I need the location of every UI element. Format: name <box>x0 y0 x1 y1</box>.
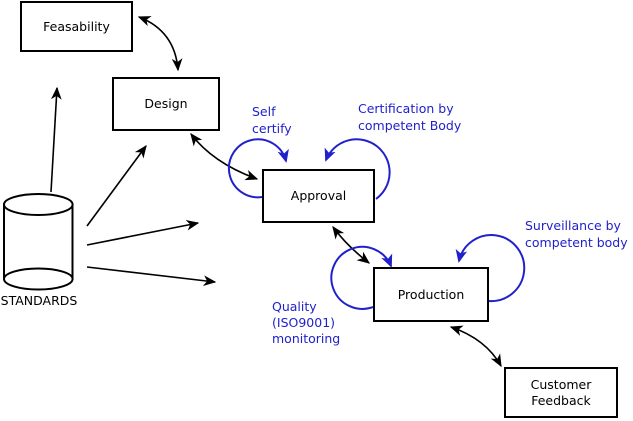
edge-approval-production <box>332 225 371 264</box>
node-approval: Approval <box>262 169 375 223</box>
annotation-certification-by-competent-body: Certification by competent Body <box>358 101 462 133</box>
loop-certification <box>324 138 391 200</box>
edge-feasability-design <box>137 16 183 72</box>
annotation-self-certify: Self certify <box>252 104 292 136</box>
edge-standards-production <box>86 266 217 286</box>
edge-standards-design <box>86 144 147 227</box>
cylinder-standards-label: STANDARDS <box>0 293 78 308</box>
edge-production-customer-feedback <box>449 325 502 368</box>
annotation-surveillance-by-competent-body: Surveillance by competent body <box>525 218 628 250</box>
annotation-quality-iso9001-monitoring: Quality (ISO9001) monitoring <box>272 299 341 346</box>
cylinder-standards-shape <box>3 193 74 291</box>
loop-self-certify <box>227 138 289 199</box>
edge-standards-approval <box>86 219 200 246</box>
loop-quality-monitoring <box>330 245 393 310</box>
node-design: Design <box>112 77 220 131</box>
node-production: Production <box>373 267 489 322</box>
node-customer-feedback: Customer Feedback <box>504 367 618 418</box>
edge-design-approval <box>190 132 259 181</box>
node-feasability: Feasability <box>20 1 133 52</box>
edge-standards-feasability <box>50 86 62 193</box>
loop-surveillance <box>455 234 526 303</box>
